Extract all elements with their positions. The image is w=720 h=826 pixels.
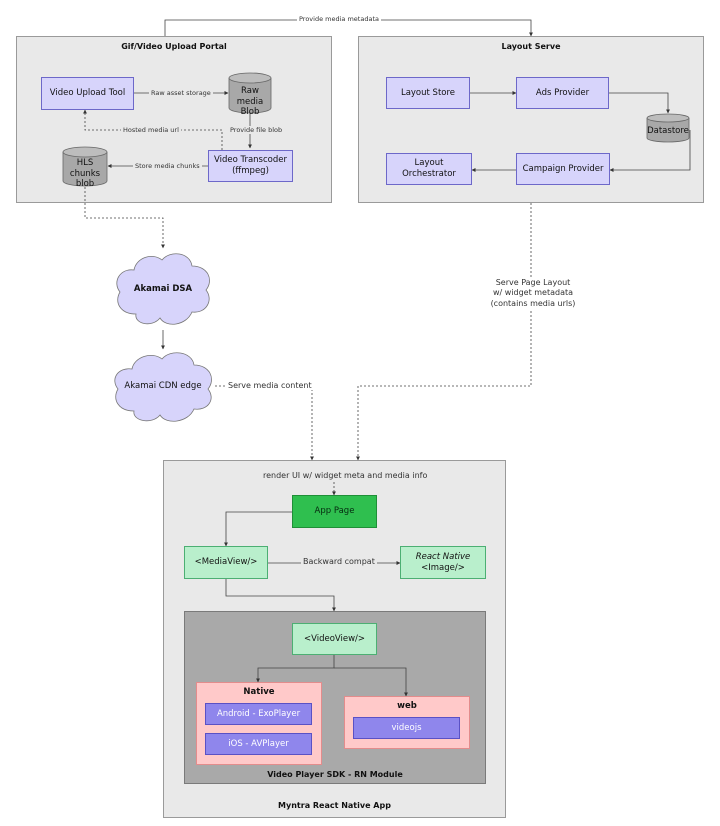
android-exoplayer-node: Android - ExoPlayer: [205, 703, 312, 725]
layout-orchestrator-node: Layout Orchestrator: [386, 153, 472, 185]
video-transcoder-node: Video Transcoder(ffmpeg): [208, 150, 293, 182]
edge-serve-page-layout: [356, 203, 532, 461]
cloud-icon: [114, 352, 212, 422]
ios-avplayer-node: iOS - AVPlayer: [205, 733, 312, 755]
layout-serve-title: Layout Serve: [501, 42, 561, 51]
layout-store-node: Layout Store: [386, 77, 470, 109]
web-title: web: [397, 701, 417, 711]
video-upload-tool-node: Video Upload Tool: [41, 77, 134, 110]
label-raw-asset-storage: Raw asset storage: [149, 89, 213, 97]
label-provide-file-blob: Provide file blob: [228, 126, 285, 134]
akamai-dsa-cloud: Akamai DSA: [110, 248, 216, 330]
videojs-node: videojs: [353, 717, 460, 739]
label-serve-page-layout: Serve Page Layout w/ widget metadata (co…: [488, 278, 578, 310]
upload-portal-title: Gif/Video Upload Portal: [121, 42, 227, 51]
rn-image-node: React Native<Image/>: [400, 546, 486, 579]
video-view-node: <VideoView/>: [292, 623, 377, 655]
rn-app-title: Myntra React Native App: [278, 801, 391, 810]
label-render-ui: render UI w/ widget meta and media info: [261, 471, 430, 480]
akamai-cdn-edge-cloud: Akamai CDN edge: [108, 349, 218, 425]
ads-provider-node: Ads Provider: [516, 77, 609, 109]
label-provide-media-metadata: Provide media metadata: [297, 15, 381, 23]
edge-serve-media-content: [215, 385, 314, 461]
label-hosted-media-url: Hosted media url: [121, 126, 181, 134]
sdk-title: Video Player SDK - RN Module: [267, 770, 403, 779]
app-page-node: App Page: [292, 495, 377, 528]
native-title: Native: [243, 687, 275, 697]
cloud-icon: [116, 253, 210, 325]
media-view-node: <MediaView/>: [184, 546, 268, 579]
label-store-media-chunks: Store media chunks: [133, 162, 202, 170]
label-backward-compat: Backward compat: [301, 557, 377, 566]
label-serve-media-content: Serve media content: [226, 381, 314, 390]
datastore-node: Datastore: [646, 113, 690, 143]
campaign-provider-node: Campaign Provider: [516, 153, 610, 185]
